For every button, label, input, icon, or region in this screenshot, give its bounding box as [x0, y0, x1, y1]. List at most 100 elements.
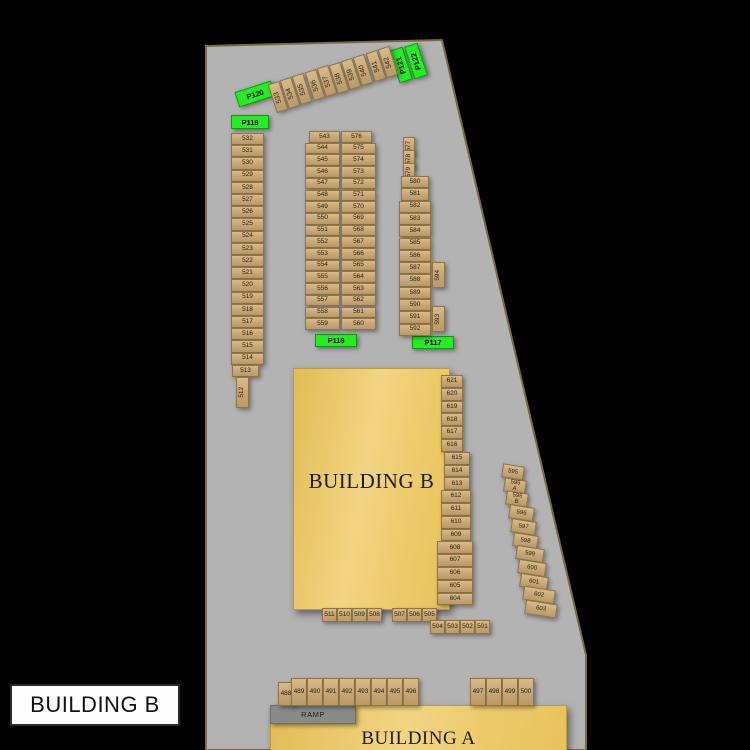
stall-519[interactable]: 519: [231, 291, 264, 304]
stall-613[interactable]: 613: [444, 477, 470, 491]
stall-567[interactable]: 567: [341, 236, 376, 248]
stall-590[interactable]: 590: [399, 299, 431, 312]
stall-494[interactable]: 494: [371, 678, 387, 706]
stall-508[interactable]: 508: [367, 608, 382, 622]
stall-620[interactable]: 620: [441, 387, 463, 401]
stall-488[interactable]: 488: [278, 682, 294, 706]
stall-521[interactable]: 521: [231, 267, 264, 280]
stall-568[interactable]: 568: [341, 224, 376, 237]
stall-499[interactable]: 499: [502, 678, 518, 706]
stall-564[interactable]: 564: [341, 271, 376, 284]
stall-581[interactable]: 581: [401, 188, 429, 201]
stall-548[interactable]: 548: [305, 189, 340, 202]
stall-552[interactable]: 552: [305, 236, 340, 248]
stall-615[interactable]: 615: [444, 451, 470, 465]
stall-545[interactable]: 545: [305, 154, 340, 167]
stall-551[interactable]: 551: [305, 224, 340, 237]
stall-619[interactable]: 619: [441, 400, 463, 414]
stall-593[interactable]: 593: [432, 306, 445, 332]
stall-549[interactable]: 549: [305, 201, 340, 213]
stall-518[interactable]: 518: [231, 303, 264, 316]
stall-617[interactable]: 617: [441, 426, 463, 439]
stall-528[interactable]: 528: [231, 181, 264, 194]
stall-608[interactable]: 608: [437, 541, 473, 555]
stall-586[interactable]: 586: [399, 249, 431, 263]
stall-497[interactable]: 497: [470, 678, 486, 706]
stall-501[interactable]: 501: [475, 620, 490, 634]
stall-543[interactable]: 543: [309, 131, 340, 143]
stall-574[interactable]: 574: [341, 154, 376, 167]
stall-492[interactable]: 492: [339, 678, 355, 706]
stall-522[interactable]: 522: [231, 255, 264, 268]
stall-588[interactable]: 588: [399, 274, 431, 287]
stall-565[interactable]: 565: [341, 259, 376, 272]
stall-530[interactable]: 530: [231, 157, 264, 170]
stall-510[interactable]: 510: [337, 608, 352, 622]
stall-558[interactable]: 558: [305, 306, 340, 319]
stall-569[interactable]: 569: [341, 212, 376, 225]
stall-504[interactable]: 504: [430, 620, 445, 634]
stall-610[interactable]: 610: [441, 515, 471, 529]
stall-496[interactable]: 496: [403, 678, 419, 706]
stall-612[interactable]: 612: [441, 490, 471, 503]
stall-560[interactable]: 560: [341, 318, 376, 330]
stall-517[interactable]: 517: [231, 316, 264, 329]
stall-580[interactable]: 580: [401, 176, 429, 189]
stall-576[interactable]: 576: [341, 131, 372, 143]
stall-513[interactable]: 513: [232, 364, 259, 377]
stall-544[interactable]: 544: [305, 142, 340, 155]
stall-516[interactable]: 516: [231, 328, 264, 341]
stall-559[interactable]: 559: [305, 318, 340, 330]
stall-526[interactable]: 526: [231, 206, 264, 219]
stall-555[interactable]: 555: [305, 271, 340, 284]
stall-609[interactable]: 609: [441, 528, 471, 542]
stall-512[interactable]: 512: [236, 377, 249, 408]
stall-562[interactable]: 562: [341, 294, 376, 307]
stall-554[interactable]: 554: [305, 259, 340, 272]
pillar-label-p119[interactable]: P119: [231, 115, 269, 129]
stall-491[interactable]: 491: [323, 678, 339, 706]
stall-506[interactable]: 506: [407, 608, 422, 622]
stall-589[interactable]: 589: [399, 286, 431, 299]
stall-509[interactable]: 509: [352, 608, 367, 622]
stall-573[interactable]: 573: [341, 166, 376, 178]
stall-587[interactable]: 587: [399, 262, 431, 275]
stall-547[interactable]: 547: [305, 177, 340, 190]
stall-591[interactable]: 591: [399, 311, 431, 324]
stall-490[interactable]: 490: [307, 678, 323, 706]
pillar-label-p118[interactable]: P118: [315, 334, 357, 347]
stall-514[interactable]: 514: [231, 352, 264, 365]
stall-592[interactable]: 592: [399, 323, 431, 336]
stall-498[interactable]: 498: [486, 678, 502, 706]
stall-563[interactable]: 563: [341, 283, 376, 295]
stall-527[interactable]: 527: [231, 194, 264, 207]
stall-582[interactable]: 582: [399, 200, 431, 213]
stall-515[interactable]: 515: [231, 340, 264, 353]
stall-571[interactable]: 571: [341, 189, 376, 202]
stall-553[interactable]: 553: [305, 248, 340, 260]
stall-606[interactable]: 606: [437, 567, 473, 580]
stall-525[interactable]: 525: [231, 218, 264, 231]
stall-618[interactable]: 618: [441, 413, 463, 427]
stall-550[interactable]: 550: [305, 212, 340, 225]
stall-607[interactable]: 607: [437, 554, 473, 567]
stall-566[interactable]: 566: [341, 248, 376, 260]
stall-572[interactable]: 572: [341, 177, 376, 190]
stall-503[interactable]: 503: [445, 620, 460, 634]
stall-556[interactable]: 556: [305, 283, 340, 295]
stall-489[interactable]: 489: [291, 678, 307, 706]
stall-614[interactable]: 614: [444, 464, 470, 478]
stall-500[interactable]: 500: [518, 678, 534, 706]
stall-511[interactable]: 511: [322, 608, 337, 622]
stall-616[interactable]: 616: [441, 439, 463, 452]
stall-585[interactable]: 585: [399, 237, 431, 250]
stall-531[interactable]: 531: [231, 145, 264, 158]
pillar-label-p117[interactable]: P117: [412, 336, 454, 349]
stall-575[interactable]: 575: [341, 142, 376, 155]
stall-495[interactable]: 495: [387, 678, 403, 706]
stall-529[interactable]: 529: [231, 169, 264, 182]
stall-611[interactable]: 611: [441, 503, 471, 516]
stall-505[interactable]: 505: [422, 608, 437, 622]
stall-561[interactable]: 561: [341, 306, 376, 319]
stall-507[interactable]: 507: [392, 608, 407, 622]
